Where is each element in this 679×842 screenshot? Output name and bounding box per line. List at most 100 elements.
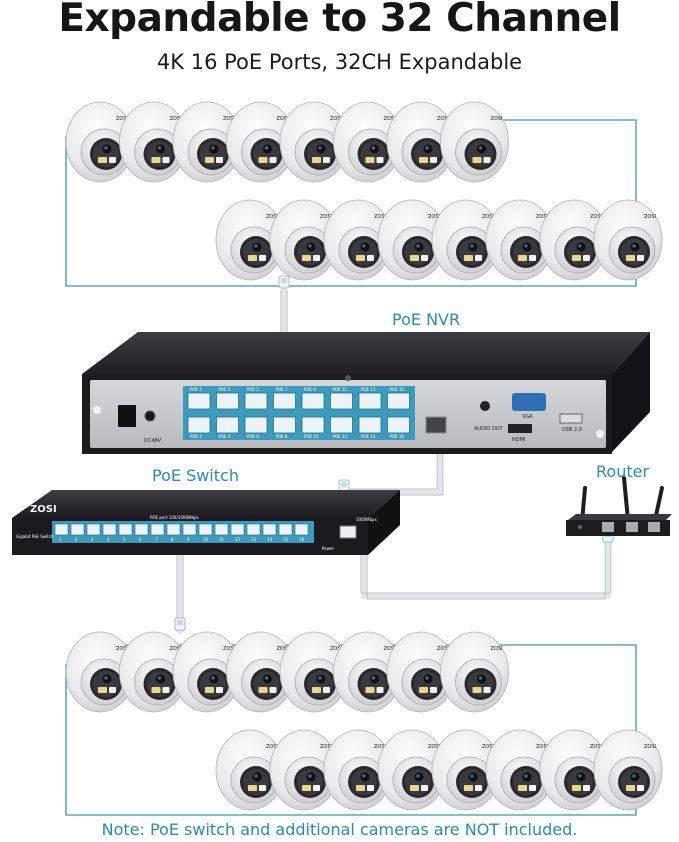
switch-poe-port — [54, 523, 69, 536]
nvr-poe-port — [216, 416, 239, 434]
switch-port-number: 16 — [299, 537, 305, 542]
nvr-poe-port — [301, 416, 325, 434]
nvr-port-label: POE 7 — [276, 387, 288, 392]
camera-group-top-back — [65, 101, 509, 183]
dome-camera — [593, 199, 663, 281]
switch-poe-port — [166, 523, 181, 536]
nvr-usb-port — [559, 413, 583, 424]
switch-poe-port — [262, 523, 277, 536]
switch-power-label: Power — [322, 546, 334, 551]
switch-poe-port — [278, 523, 293, 536]
nvr-audio-label: AUDIO OUT — [474, 426, 504, 432]
nvr-port-label: POE 10 — [304, 434, 319, 439]
switch-poe-port — [230, 523, 245, 536]
switch-poe-port — [182, 523, 197, 536]
nvr-port-label: POE 1 — [190, 387, 202, 392]
nvr-hdmi-label: HDMI — [512, 437, 525, 443]
router-label: Router — [596, 462, 650, 481]
nvr-poe-ports — [187, 392, 410, 434]
switch-poe-port — [294, 523, 309, 536]
nvr-poe-port — [187, 416, 211, 434]
nvr-port-label: POE 5 — [247, 387, 259, 392]
switch-port-number: 9 — [187, 537, 190, 542]
nvr-port-label: POE 15 — [390, 387, 405, 392]
switch-poe-port — [86, 523, 101, 536]
nvr-poe-port — [187, 392, 211, 410]
nvr-poe-port — [273, 392, 296, 410]
nvr-vga-port — [512, 393, 546, 411]
nvr-power-label: DC48V — [144, 438, 162, 444]
nvr-lan-port — [425, 416, 447, 434]
switch-port-number: 8 — [171, 537, 174, 542]
camera-group-bottom-back — [65, 631, 509, 713]
nvr-port-label: POE 9 — [304, 387, 316, 392]
switch-port-number: 1 — [59, 537, 62, 542]
switch-port-title: POE port 100/1000Mbps — [150, 515, 199, 520]
nvr-port-label: POE 14 — [361, 434, 376, 439]
nvr-port-label: POE 2 — [190, 434, 202, 439]
camera-group-bottom-front — [215, 729, 663, 811]
nvr-port-label: POE 11 — [333, 387, 348, 392]
switch-port-number: 11 — [219, 537, 225, 542]
nvr-poe-port — [358, 416, 382, 434]
switch-port-number: 6 — [139, 537, 142, 542]
switch-port-number: 10 — [203, 537, 209, 542]
nvr-poe-port — [301, 392, 325, 410]
dome-camera — [440, 101, 509, 183]
camera-group-top-front — [215, 199, 663, 281]
switch-port-number: 13 — [251, 537, 257, 542]
nvr-poe-port — [244, 416, 268, 434]
switch-poe-port — [214, 523, 229, 536]
nvr-port-label: POE 13 — [361, 387, 376, 392]
switch-poe-port — [198, 523, 213, 536]
nvr-poe-port — [387, 416, 410, 434]
switch-port-number: 12 — [235, 537, 241, 542]
switch-poe-port — [70, 523, 85, 536]
switch-port-number: 7 — [155, 537, 158, 542]
switch-brand-logo: ZOSI — [30, 504, 57, 515]
nvr-power-jack — [144, 410, 156, 422]
switch-poe-port — [150, 523, 165, 536]
nvr-port-label: POE 3 — [219, 387, 231, 392]
nvr-poe-port — [273, 416, 296, 434]
nvr-label: PoE NVR — [392, 310, 461, 329]
nvr-port-label: POE 8 — [276, 434, 288, 439]
dome-camera — [440, 631, 509, 713]
switch-side-label: Gigabit PoE Switch — [16, 534, 54, 539]
camera-connector — [174, 617, 186, 631]
nvr-poe-port — [330, 416, 353, 434]
dome-camera — [593, 729, 663, 811]
switch-port-number: 14 — [267, 537, 273, 542]
nvr-port-labels-top: POE 1 POE 3 POE 5 POE 7 POE 9 POE 11 POE 13 POE… — [190, 387, 404, 392]
switch-poe-port — [246, 523, 261, 536]
switch-uplink-port — [339, 525, 357, 539]
nvr-usb-label: USB 2.0 — [562, 427, 582, 433]
nvr-hdmi-port — [508, 424, 532, 433]
switch-port-number: 5 — [123, 537, 126, 542]
page-subtitle: 4K 16 PoE Ports, 32CH Expandable — [156, 50, 523, 74]
nvr-poe-port — [330, 392, 353, 410]
nvr-poe-port — [216, 392, 239, 410]
switch-poe-port — [102, 523, 117, 536]
nvr-cable-connector-top — [278, 275, 290, 289]
switch-label: PoE Switch — [152, 466, 239, 485]
switch-uplink-label: 1000Mbps — [356, 517, 377, 522]
switch-poe-port — [118, 523, 133, 536]
nvr-vga-label: VGA — [522, 414, 533, 420]
nvr-poe-port — [387, 392, 410, 410]
switch-port-number: 2 — [75, 537, 78, 542]
page-title: Expandable to 32 Channel — [58, 0, 621, 41]
switch-poe-ports — [54, 523, 309, 536]
nvr-audio-jack — [480, 401, 490, 411]
nvr-power-switch — [118, 405, 136, 427]
switch-port-number: 15 — [283, 537, 289, 542]
nvr-poe-port — [244, 392, 268, 410]
nvr-port-label: POE 12 — [333, 434, 348, 439]
router-antenna-middle — [622, 476, 630, 522]
footnote: Note: PoE switch and additional cameras … — [101, 820, 578, 839]
